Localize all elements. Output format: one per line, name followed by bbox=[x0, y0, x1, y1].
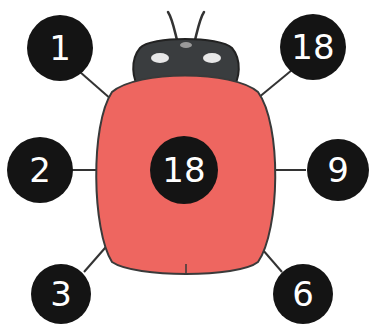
number-label: 2 bbox=[29, 153, 51, 187]
number-circle: 9 bbox=[307, 139, 369, 201]
number-label: 3 bbox=[50, 277, 72, 311]
antennae bbox=[168, 12, 204, 40]
head-spot bbox=[180, 42, 192, 48]
number-label: 1 bbox=[49, 31, 71, 65]
number-label: 9 bbox=[327, 153, 349, 187]
number-circle: 3 bbox=[31, 264, 91, 324]
number-label: 18 bbox=[291, 30, 334, 64]
number-circle: 1 bbox=[27, 15, 93, 81]
number-label: 18 bbox=[162, 153, 205, 187]
shell-seam bbox=[185, 264, 187, 274]
eye-spot bbox=[151, 53, 169, 63]
ladybug-shell bbox=[96, 76, 275, 275]
number-circle: 6 bbox=[273, 264, 333, 324]
eye-spot bbox=[203, 53, 221, 63]
number-label: 6 bbox=[292, 277, 314, 311]
number-circle: 18 bbox=[150, 136, 218, 204]
number-circle: 18 bbox=[280, 14, 346, 80]
number-circle: 2 bbox=[7, 137, 73, 203]
